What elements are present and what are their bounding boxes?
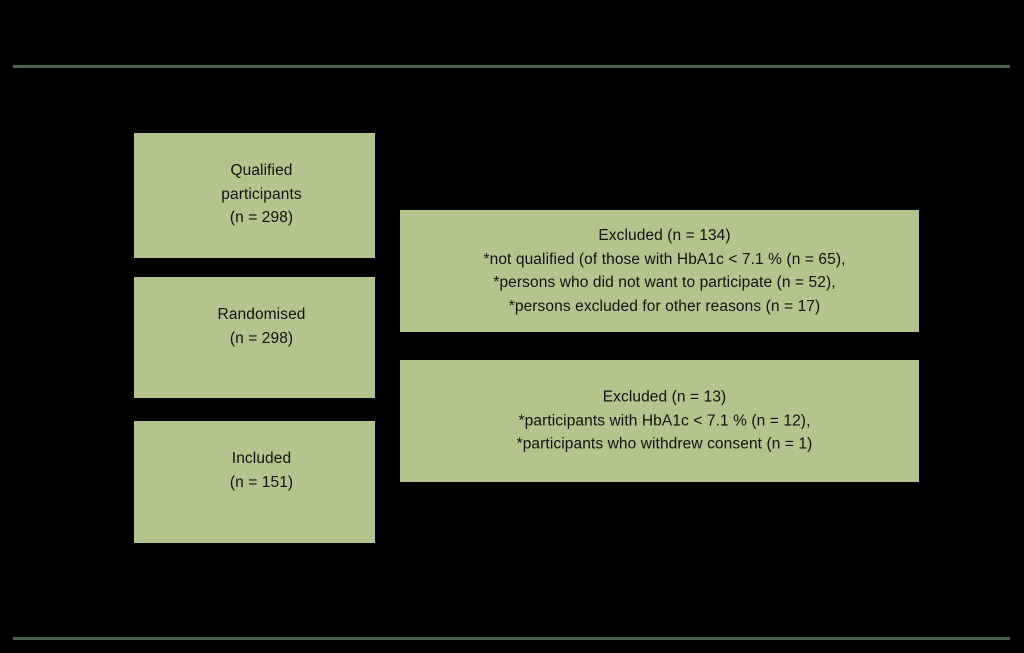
flow-box-excluded-screening-line-4: *persons excluded for other reasons (n =… <box>508 297 821 315</box>
flow-box-excluded-randomisation-line-2: *participants with HbA1c < 7.1 % (n = 12… <box>518 412 811 430</box>
flow-box-excluded-screening-line-1: Excluded (n = 134) <box>598 226 731 244</box>
flow-box-included-line-2: (n = 151) <box>229 473 294 491</box>
flow-box-randomised-line-1: Randomised <box>217 306 306 323</box>
flow-box-qualified-line-1: Qualified <box>230 162 293 179</box>
flow-box-included-line-1: Included <box>231 450 292 467</box>
flow-box-excluded-randomisation-line-1: Excluded (n = 13) <box>602 388 727 406</box>
flow-box-randomised-text: Randomised (n = 298) <box>134 303 375 350</box>
flow-box-randomised-line-2: (n = 298) <box>229 329 294 347</box>
bottom-divider-rule <box>13 637 1010 640</box>
flow-box-qualified-line-3: (n = 298) <box>229 209 294 227</box>
flow-box-excluded-screening-line-3: *persons who did not want to participate… <box>493 274 836 291</box>
flow-box-qualified-participants: Qualified participants (n = 298) <box>134 133 375 258</box>
flow-box-randomised: Randomised (n = 298) <box>134 277 375 398</box>
flow-box-included: Included (n = 151) <box>134 421 375 543</box>
flow-box-excluded-screening-line-2: *not qualified (of those with HbA1c < 7.… <box>483 250 846 268</box>
top-divider-rule <box>13 65 1010 68</box>
flow-box-excluded-screening: Excluded (n = 134) *not qualified (of th… <box>400 210 919 332</box>
flow-box-included-text: Included (n = 151) <box>134 447 375 494</box>
flow-box-excluded-randomisation: Excluded (n = 13) *participants with HbA… <box>400 360 919 482</box>
flow-box-qualified-text: Qualified participants (n = 298) <box>134 159 375 230</box>
flow-box-excluded-randomisation-line-3: *participants who withdrew consent (n = … <box>516 435 813 453</box>
flow-box-excluded-screening-text: Excluded (n = 134) *not qualified (of th… <box>400 224 919 318</box>
flow-box-qualified-line-2: participants <box>221 185 302 203</box>
flow-box-excluded-randomisation-text: Excluded (n = 13) *participants with HbA… <box>400 386 919 457</box>
